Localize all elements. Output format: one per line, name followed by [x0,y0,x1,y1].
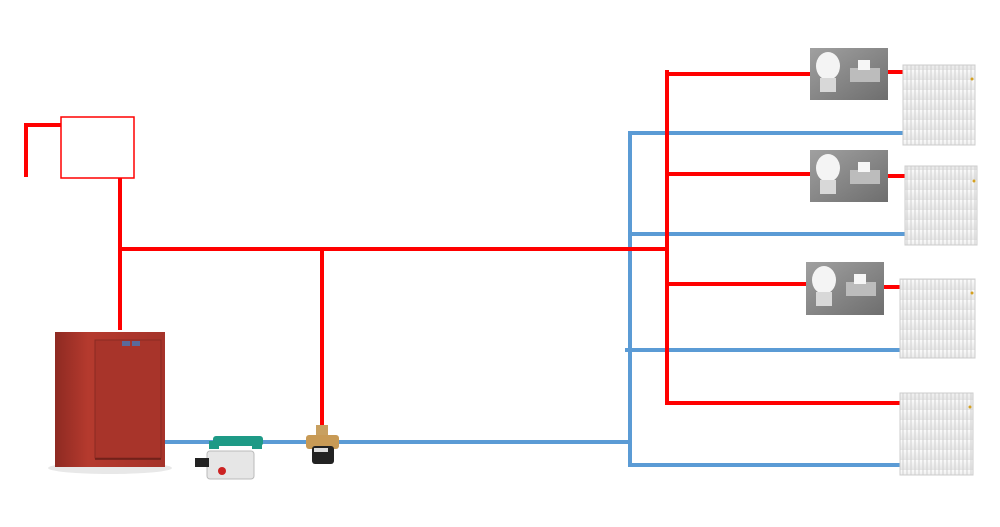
radiator-2 [904,165,978,246]
thermostatic-valve-1 [810,48,888,100]
thermostatic-valve-3 [806,262,884,315]
radiator-1 [902,64,976,146]
radiator-4 [899,392,974,476]
expansion-tank-icon [60,116,135,179]
radiator-3 [899,278,976,359]
thermostatic-valve-2 [810,150,888,202]
supply-pipes [24,70,907,428]
three-way-mixing-valve-icon [306,425,339,464]
tank-vent-pipe [24,123,61,177]
boiler-icon [48,332,172,474]
circulation-pump-icon [195,436,263,480]
return-pipes [160,131,906,467]
